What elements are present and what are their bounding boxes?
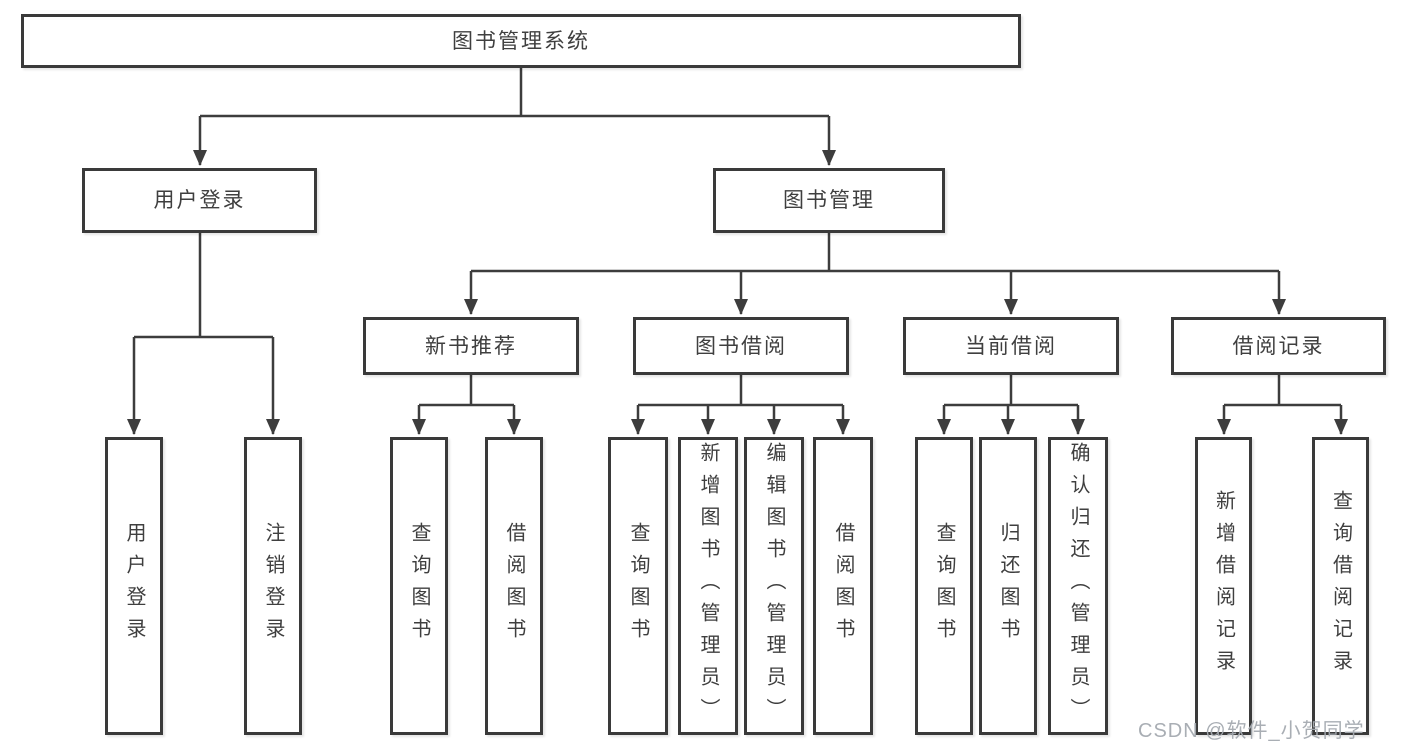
leaf-user-login-label: 用户登录 (123, 522, 145, 650)
node-library-system-root: 图书管理系统 (21, 14, 1021, 68)
leaf-logout-label: 注销登录 (262, 522, 284, 650)
leaf-return-book-label: 归还图书 (997, 522, 1019, 650)
edges-user-login-branch (127, 233, 280, 435)
node-new-book-recommend: 新书推荐 (363, 317, 579, 375)
leaf-edit-book-admin-label: 编辑图书（管理员） (763, 442, 785, 730)
leaf-query-books-recommend: 查询图书 (390, 437, 448, 735)
node-book-borrow: 图书借阅 (633, 317, 849, 375)
leaf-user-login: 用户登录 (105, 437, 163, 735)
leaf-logout: 注销登录 (244, 437, 302, 735)
leaf-query-books-recommend-label: 查询图书 (408, 522, 430, 650)
leaf-borrow-books-recommend: 借阅图书 (485, 437, 543, 735)
node-book-management: 图书管理 (713, 168, 945, 233)
leaf-return-book: 归还图书 (979, 437, 1037, 735)
edges-book-borrow-leaves (631, 375, 850, 435)
leaf-query-books-borrow: 查询图书 (608, 437, 668, 735)
leaf-borrow-books-recommend-label: 借阅图书 (503, 522, 525, 650)
leaf-add-book-admin-label: 新增图书（管理员） (697, 442, 719, 730)
leaf-query-books-current: 查询图书 (915, 437, 973, 735)
edges-current-borrow-leaves (937, 375, 1085, 435)
leaf-query-borrow-record-label: 查询借阅记录 (1329, 490, 1352, 682)
edges-new-book-rec-leaves (412, 375, 521, 435)
node-current-borrow: 当前借阅 (903, 317, 1119, 375)
leaf-query-books-borrow-label: 查询图书 (627, 522, 649, 650)
leaf-add-book-admin: 新增图书（管理员） (678, 437, 738, 735)
node-user-login: 用户登录 (82, 168, 317, 233)
edges-book-mgmt-to-level3 (464, 233, 1286, 315)
node-borrow-records: 借阅记录 (1171, 317, 1386, 375)
leaf-confirm-return-admin-label: 确认归还（管理员） (1067, 442, 1089, 730)
leaf-borrow-books: 借阅图书 (813, 437, 873, 735)
leaf-confirm-return-admin: 确认归还（管理员） (1048, 437, 1108, 735)
leaf-query-borrow-record: 查询借阅记录 (1312, 437, 1369, 735)
edges-borrow-records-leaves (1217, 375, 1348, 435)
leaf-query-books-current-label: 查询图书 (933, 522, 955, 650)
csdn-watermark: CSDN @软件_小贺同学 (1138, 720, 1365, 742)
leaf-add-borrow-record-label: 新增借阅记录 (1212, 490, 1235, 682)
leaf-borrow-books-label: 借阅图书 (832, 522, 854, 650)
leaf-edit-book-admin: 编辑图书（管理员） (744, 437, 804, 735)
edges-root-to-level2 (193, 68, 836, 166)
leaf-add-borrow-record: 新增借阅记录 (1195, 437, 1252, 735)
